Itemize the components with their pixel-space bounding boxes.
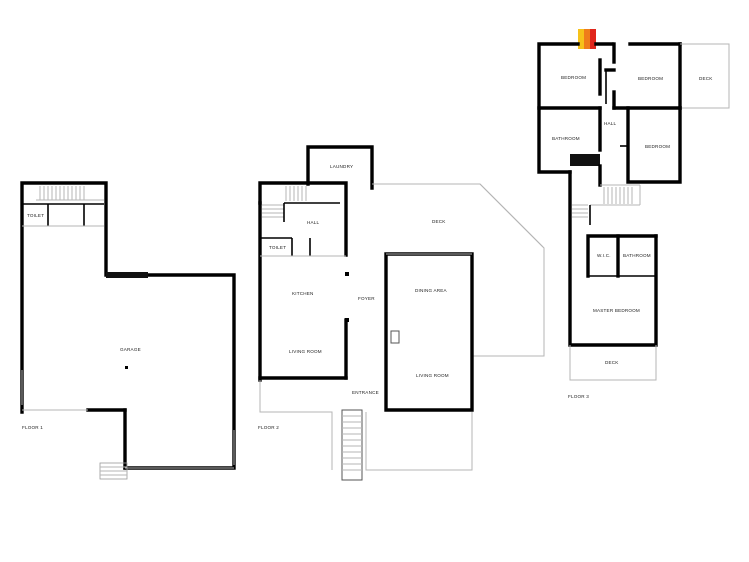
accent-yellow-marker <box>578 29 584 49</box>
floor-1-column <box>125 366 128 369</box>
floor-2-room-deck: DECK <box>432 219 446 224</box>
floor-2-room-hall: HALL <box>307 220 320 225</box>
floor-2-entrance-stairs <box>341 409 363 481</box>
floor-1-label: FLOOR 1 <box>22 425 43 430</box>
floor-2-room-living: LIVING ROOM <box>289 349 322 354</box>
floor-2-stairs <box>262 186 307 218</box>
floor-2-room-living-2: LIVING ROOM <box>416 373 449 378</box>
floor-2-label: FLOOR 2 <box>258 425 279 430</box>
floor-3-room-wic: W.I.C. <box>597 253 611 258</box>
floor-3-room-bathroom-2: BATHROOM <box>623 253 651 258</box>
floor-2-room-kitchen: KITCHEN <box>292 291 314 296</box>
floor-2-plan <box>258 145 545 481</box>
accent-red-marker <box>590 29 596 49</box>
floor-1-beam <box>106 272 148 278</box>
floor-1-room-toilet: TOILET <box>27 213 44 218</box>
floor-2-room-laundry: LAUNDRY <box>330 164 353 169</box>
floor-3-room-bedroom-1: BEDROOM <box>561 75 586 80</box>
floor-2-fireplace <box>390 330 400 344</box>
floor-3-room-hall: HALL <box>604 121 617 126</box>
floor-2-column-a <box>345 272 349 276</box>
floor-3-label: FLOOR 3 <box>568 394 589 399</box>
floor-1-room-garage: GARAGE <box>120 347 141 352</box>
floor-1-steps <box>99 462 128 480</box>
floor-3-room-deck-2: DECK <box>605 360 619 365</box>
floor-2-room-dining: DINING AREA <box>415 288 448 293</box>
floor-3-stair-block <box>570 154 600 166</box>
floor-3-room-bedroom-2: BEDROOM <box>638 76 663 81</box>
floor-2-room-toilet: TOILET <box>269 245 286 250</box>
floor-1-stairs <box>36 186 104 201</box>
floor-3-room-master: MASTER BEDROOM <box>593 308 640 313</box>
floor-2-room-foyer: FOYER <box>358 296 375 301</box>
floor-2-column-b <box>345 318 349 322</box>
floor-3-stairs <box>572 187 633 218</box>
accent-orange-marker <box>584 29 590 49</box>
floor-1-plan <box>20 181 236 480</box>
floor-3-plan <box>537 29 730 381</box>
floor-3-room-deck-1: DECK <box>699 76 713 81</box>
floor-2-room-entrance: ENTRANCE <box>352 390 379 395</box>
floor-3-room-bedroom-3: BEDROOM <box>645 144 670 149</box>
floor-3-room-bathroom-1: BATHROOM <box>552 136 580 141</box>
